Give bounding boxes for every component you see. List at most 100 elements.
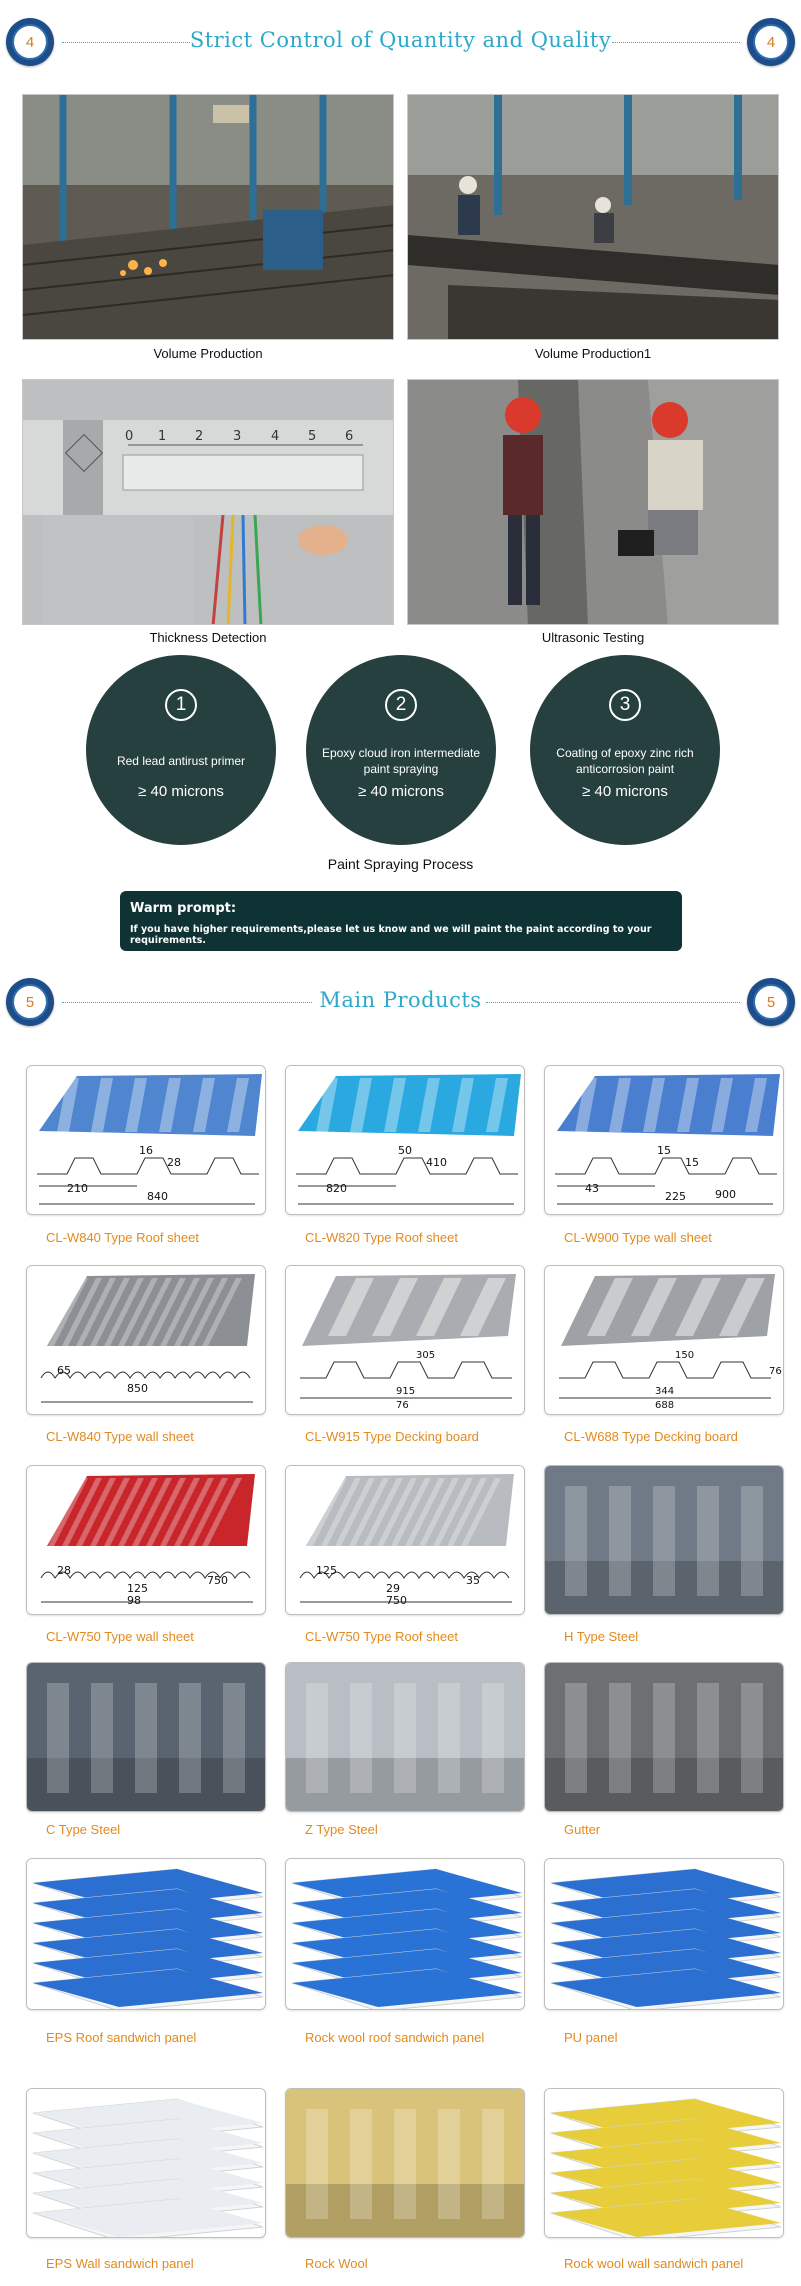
product-caption[interactable]: Rock wool wall sandwich panel xyxy=(564,2256,744,2271)
section4-header: 4 Strict Control of Quantity and Quality… xyxy=(0,8,801,68)
step-description: Red lead antirust primer xyxy=(116,754,246,768)
svg-text:29: 29 xyxy=(386,1582,400,1595)
svg-text:0: 0 xyxy=(125,429,133,444)
section5-header: 5 Main Products 5 xyxy=(0,968,801,1028)
svg-text:28: 28 xyxy=(57,1564,71,1577)
photo-caption: Thickness Detection xyxy=(149,630,267,645)
product-image xyxy=(545,1466,783,1614)
spray-step-3: 3 Coating of epoxy zinc rich anticorrosi… xyxy=(530,655,720,845)
section-badge-right: 5 xyxy=(747,978,795,1026)
product-caption[interactable]: PU panel xyxy=(564,2030,618,2045)
product-card[interactable] xyxy=(26,1662,266,1812)
product-image xyxy=(27,2089,265,2237)
product-image xyxy=(27,1859,265,2009)
product-caption[interactable]: EPS Wall sandwich panel xyxy=(46,2256,194,2271)
product-image xyxy=(545,2089,783,2237)
product-caption[interactable]: CL-W840 Type Roof sheet xyxy=(46,1230,199,1245)
factory-cutting-photo xyxy=(22,94,394,340)
product-caption[interactable]: CL-W900 Type wall sheet xyxy=(564,1230,712,1245)
product-caption[interactable]: CL-W750 Type Roof sheet xyxy=(305,1629,458,1644)
svg-text:65: 65 xyxy=(57,1364,71,1377)
step-number: 3 xyxy=(609,689,641,721)
product-card[interactable] xyxy=(26,1858,266,2010)
divider-line-right xyxy=(612,42,740,43)
product-caption[interactable]: H Type Steel xyxy=(564,1629,639,1644)
svg-text:6: 6 xyxy=(345,429,353,444)
welding-workers-photo xyxy=(407,94,779,340)
product-caption[interactable]: CL-W915 Type Decking board xyxy=(305,1429,479,1444)
product-card[interactable] xyxy=(285,2088,525,2238)
product-card[interactable] xyxy=(285,1858,525,2010)
step-number: 1 xyxy=(165,689,197,721)
product-card[interactable] xyxy=(544,1662,784,1812)
warm-prompt-title: Warm prompt: xyxy=(130,901,237,916)
product-caption[interactable]: C Type Steel xyxy=(46,1822,121,1837)
warm-prompt-box: Warm prompt: If you have higher requirem… xyxy=(120,891,682,951)
product-caption[interactable]: CL-W750 Type wall sheet xyxy=(46,1629,194,1644)
svg-text:1: 1 xyxy=(158,429,166,444)
step-number: 2 xyxy=(385,689,417,721)
product-caption[interactable]: Rock wool roof sandwich panel xyxy=(305,2030,485,2045)
section-badge-number: 4 xyxy=(753,24,789,60)
product-image xyxy=(545,1859,783,2009)
spray-process-label: Paint Spraying Process xyxy=(327,856,474,872)
product-card[interactable] xyxy=(544,1858,784,2010)
product-card[interactable] xyxy=(285,1662,525,1812)
svg-text:750: 750 xyxy=(207,1574,228,1587)
product-card[interactable] xyxy=(26,2088,266,2238)
svg-text:820: 820 xyxy=(326,1182,347,1195)
photo-caption: Volume Production xyxy=(153,346,263,361)
divider-line-left xyxy=(62,42,190,43)
spray-step-2: 2 Epoxy cloud iron intermediate paint sp… xyxy=(306,655,496,845)
svg-text:125: 125 xyxy=(127,1582,148,1595)
product-caption[interactable]: CL-W688 Type Decking board xyxy=(564,1429,738,1444)
svg-text:15: 15 xyxy=(685,1156,699,1169)
product-card[interactable] xyxy=(544,2088,784,2238)
product-card[interactable]: 50 410 820 xyxy=(285,1065,525,1215)
divider-line-right xyxy=(486,1002,740,1003)
product-caption[interactable]: Z Type Steel xyxy=(305,1822,378,1837)
svg-text:150: 150 xyxy=(675,1350,694,1361)
svg-text:76: 76 xyxy=(396,1400,409,1411)
product-caption[interactable]: EPS Roof sandwich panel xyxy=(46,2030,197,2045)
svg-text:840: 840 xyxy=(147,1190,168,1203)
svg-text:3: 3 xyxy=(233,429,241,444)
divider-line-left xyxy=(62,1002,312,1003)
product-card[interactable] xyxy=(544,1465,784,1615)
section-badge-right: 4 xyxy=(747,18,795,66)
svg-text:125: 125 xyxy=(316,1564,337,1577)
svg-text:43: 43 xyxy=(585,1182,599,1195)
section-title: Main Products xyxy=(319,988,482,1012)
product-caption[interactable]: Gutter xyxy=(564,1822,601,1837)
svg-text:15: 15 xyxy=(657,1144,671,1157)
spray-step-1: 1 Red lead antirust primer ≥ 40 microns xyxy=(86,655,276,845)
warm-prompt-body: If you have higher requirements,please l… xyxy=(130,924,652,946)
product-image: 50 410 820 xyxy=(286,1066,524,1214)
svg-text:50: 50 xyxy=(398,1144,412,1157)
product-caption[interactable]: CL-W840 Type wall sheet xyxy=(46,1429,194,1444)
photo-caption: Ultrasonic Testing xyxy=(541,630,645,645)
product-caption[interactable]: CL-W820 Type Roof sheet xyxy=(305,1230,458,1245)
svg-text:410: 410 xyxy=(426,1156,447,1169)
section-badge-left: 5 xyxy=(6,978,54,1026)
section-title: Strict Control of Quantity and Quality xyxy=(189,28,612,52)
ultrasonic-testing-photo xyxy=(407,379,779,625)
product-image xyxy=(286,1859,524,2009)
section-badge-left: 4 xyxy=(6,18,54,66)
step-thickness: ≥ 40 microns xyxy=(138,783,224,800)
step-thickness: ≥ 40 microns xyxy=(582,783,668,800)
product-caption[interactable]: Rock Wool xyxy=(305,2256,368,2271)
